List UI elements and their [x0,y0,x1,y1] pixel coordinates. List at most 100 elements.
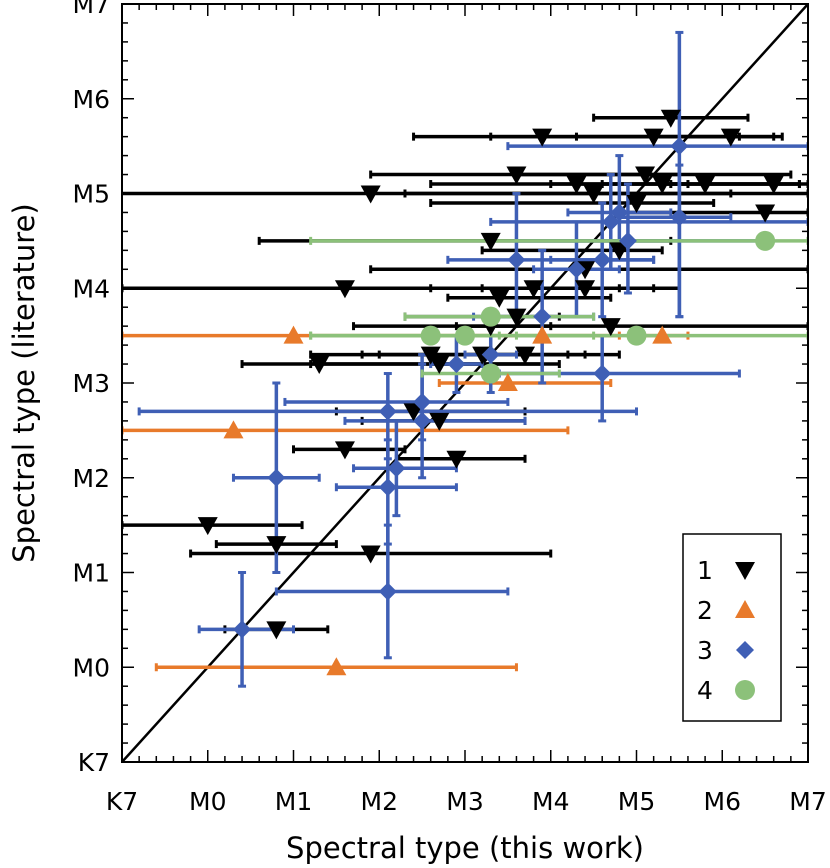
diamond-marker [413,411,432,430]
plot-area [122,4,808,762]
legend-label: 4 [697,676,713,705]
data-markers [197,109,784,676]
y-tick-label: M0 [73,653,110,682]
diamond-marker [481,345,500,364]
diamond-marker [507,250,526,269]
triangle-down-marker [583,185,604,204]
x-tick-label: K7 [106,787,138,816]
triangle-down-marker [643,128,664,147]
triangle-down-marker [609,242,630,261]
triangle-down-marker [266,536,287,555]
triangle-down-marker [635,166,656,185]
diamond-marker [233,620,252,639]
triangle-down-marker [429,412,450,431]
circle-marker [626,325,647,346]
legend-label: 2 [697,596,713,625]
triangle-down-marker [720,128,741,147]
triangle-up-marker [497,373,518,391]
triangle-down-marker [197,517,218,536]
triangle-down-marker [575,280,596,299]
triangle-down-marker [334,280,355,299]
diamond-marker [378,402,397,421]
x-tick-label: M4 [532,787,569,816]
triangle-down-marker [403,403,424,422]
circle-marker [455,325,475,346]
triangle-down-marker [480,232,501,251]
x-tick-label: M6 [704,787,741,816]
y-tick-label: M5 [73,180,110,209]
legend-label: 3 [697,636,713,665]
triangle-down-marker [566,176,587,195]
y-tick-label: M2 [73,464,110,493]
x-tick-label: M0 [189,787,226,816]
triangle-down-marker [652,176,673,195]
y-tick-label: K7 [78,748,110,777]
triangle-down-marker [532,128,553,147]
triangle-down-marker [360,545,381,564]
circle-marker [735,680,755,700]
triangle-down-marker [626,194,647,213]
circle-marker [480,363,501,384]
diamond-marker [378,478,397,497]
legend-label: 1 [697,556,713,585]
diamond-marker [378,582,397,601]
triangle-down-marker [360,185,381,204]
triangle-up-marker [283,325,304,344]
triangle-down-marker [506,308,527,327]
diamond-marker [387,459,406,478]
x-tick-label: M2 [361,787,398,816]
triangle-down-marker [266,621,287,640]
axis-ticks [121,3,809,763]
diamond-marker [736,641,754,659]
triangle-up-marker [223,420,244,439]
triangle-up-marker [652,325,673,344]
triangle-down-marker [489,289,510,308]
diamond-marker [601,212,620,231]
x-tick-label: M5 [618,787,655,816]
diamond-marker [610,203,629,222]
triangle-up-marker [326,657,347,676]
diamond-marker [447,355,466,374]
y-tick-label: M7 [73,0,110,19]
x-tick-label: M3 [446,787,483,816]
triangle-down-marker [309,356,330,375]
triangle-down-marker [334,441,355,460]
x-axis-title: Spectral type (this work) [286,831,644,865]
triangle-down-marker [600,318,621,337]
circle-marker [420,325,441,346]
circle-marker [755,230,776,251]
diamond-marker [670,137,689,156]
triangle-down-marker [523,280,544,299]
triangle-down-marker [735,562,755,580]
triangle-down-marker [763,176,784,195]
diamond-marker [593,250,612,269]
y-tick-label: M1 [73,559,110,588]
triangle-down-marker [506,166,527,185]
diamond-marker [670,208,689,227]
y-axis-title: Spectral type (literature) [7,203,41,562]
triangle-down-marker [755,204,776,223]
triangle-down-marker [420,346,441,365]
y-tick-label: M4 [73,274,110,303]
diamond-marker [567,260,586,279]
triangle-down-marker [515,346,536,365]
diamond-marker [533,307,552,326]
diamond-marker [267,468,286,487]
triangle-up-marker [735,600,755,618]
legend: 1 2 3 4 [682,533,782,722]
y-tick-label: M6 [73,85,110,114]
diamond-marker [618,231,637,250]
triangle-down-marker [660,109,681,128]
x-tick-label: M7 [789,787,826,816]
triangle-up-marker [532,325,553,344]
triangle-down-marker [695,176,716,195]
triangle-down-marker [429,356,450,375]
diamond-marker [593,364,612,383]
diamond-marker [413,392,432,411]
x-tick-label: M1 [275,787,312,816]
legend-box [682,533,782,722]
circle-marker [480,306,501,327]
y-tick-label: M3 [73,369,110,398]
